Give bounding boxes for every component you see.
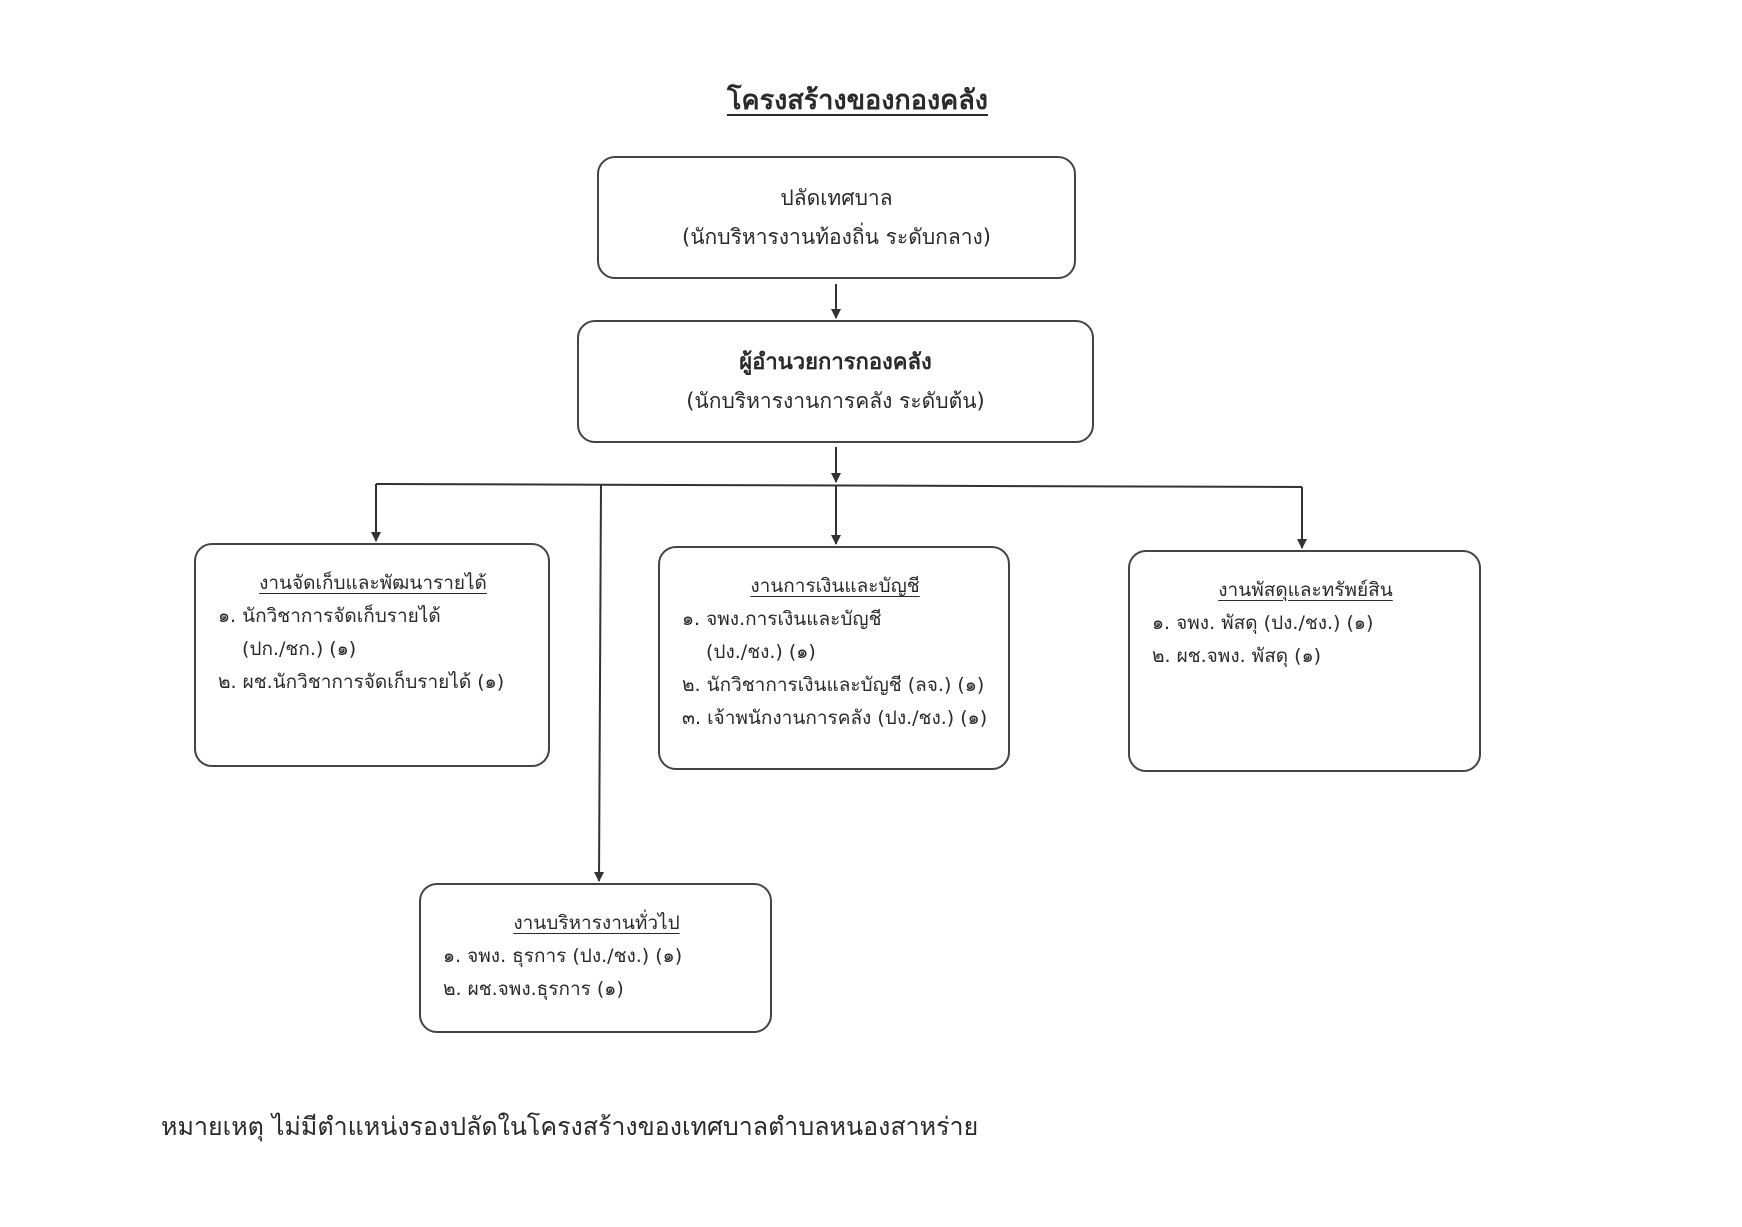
director-level: (นักบริหารงานการคลัง ระดับต้น) — [686, 388, 985, 413]
finance-unit-list: ๑. จพง.การเงินและบัญชี (ปง./ชง.) (๑) ๒. … — [682, 603, 988, 735]
branch-horizontal-line — [375, 483, 1303, 488]
revenue-unit-box: งานจัดเก็บและพัฒนารายได้ ๑. นักวิชาการจั… — [194, 543, 550, 767]
deputy-position: ปลัดเทศบาล — [780, 185, 893, 210]
admin-item-1: ๑. จพง. ธุรการ (ปง./ชง.) (๑) — [443, 945, 683, 967]
page-title: โครงสร้างของกองคลัง — [727, 85, 988, 116]
supply-unit-heading: งานพัสดุและทรัพย์สิน — [1218, 579, 1393, 601]
admin-item-2: ๒. ผช.จพง.ธุรการ (๑) — [443, 978, 624, 1000]
finance-item-3: ๓. เจ้าพนักงานการคลัง (ปง./ชง.) (๑) — [682, 707, 988, 729]
admin-unit-heading: งานบริหารงานทั่วไป — [513, 912, 680, 934]
finance-unit-box: งานการเงินและบัญชี ๑. จพง.การเงินและบัญช… — [658, 546, 1010, 770]
arrow-to-admin — [594, 484, 605, 882]
supply-item-1: ๑. จพง. พัสดุ (ปง./ชง.) (๑) — [1152, 612, 1374, 634]
revenue-item-1-grade: (ปก./ชก.) (๑) — [242, 638, 357, 660]
finance-item-1: ๑. จพง.การเงินและบัญชี — [682, 608, 882, 630]
revenue-item-1: ๑. นักวิชาการจัดเก็บรายได้ — [218, 605, 441, 627]
admin-unit-box: งานบริหารงานทั่วไป ๑. จพง. ธุรการ (ปง./ช… — [419, 883, 772, 1033]
finance-item-1-grade: (ปง./ชง.) (๑) — [706, 641, 816, 663]
deputy-mayor-box: ปลัดเทศบาล (นักบริหารงานท้องถิ่น ระดับกล… — [597, 156, 1076, 279]
admin-unit-list: ๑. จพง. ธุรการ (ปง./ชง.) (๑) ๒. ผช.จพง.ธ… — [443, 940, 750, 1006]
finance-item-2: ๒. นักวิชาการเงินและบัญชี (ลจ.) (๑) — [682, 674, 985, 696]
footnote: หมายเหตุ ไม่มีตำแหน่งรองปลัดในโครงสร้างข… — [161, 1112, 979, 1141]
director-position: ผู้อำนวยการกองคลัง — [739, 349, 932, 375]
finance-director-box: ผู้อำนวยการกองคลัง (นักบริหารงานการคลัง … — [577, 320, 1094, 443]
supply-unit-list: ๑. จพง. พัสดุ (ปง./ชง.) (๑) ๒. ผช.จพง. พ… — [1152, 607, 1459, 673]
finance-unit-heading: งานการเงินและบัญชี — [750, 575, 920, 597]
deputy-level: (นักบริหารงานท้องถิ่น ระดับกลาง) — [682, 224, 991, 249]
revenue-unit-list: ๑. นักวิชาการจัดเก็บรายได้ (ปก./ชก.) (๑)… — [218, 600, 528, 699]
supply-unit-box: งานพัสดุและทรัพย์สิน ๑. จพง. พัสดุ (ปง./… — [1128, 550, 1481, 772]
revenue-unit-heading: งานจัดเก็บและพัฒนารายได้ — [259, 572, 487, 594]
revenue-item-2: ๒. ผช.นักวิชาการจัดเก็บรายได้ (๑) — [218, 671, 505, 693]
supply-item-2: ๒. ผช.จพง. พัสดุ (๑) — [1152, 645, 1322, 667]
